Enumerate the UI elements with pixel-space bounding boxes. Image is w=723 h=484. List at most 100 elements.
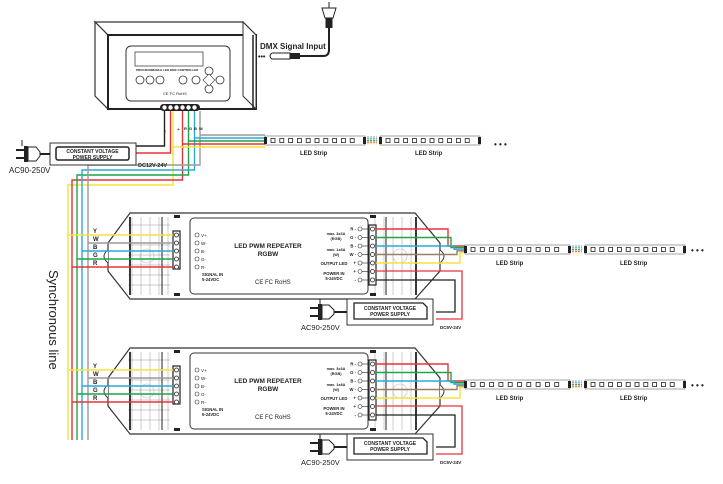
led-chip <box>489 247 495 252</box>
led-chip <box>652 382 657 387</box>
input-wire-label: W <box>93 237 99 243</box>
led-chip <box>643 247 649 252</box>
led-chip <box>625 382 631 387</box>
terminal-label-g: G <box>189 126 192 131</box>
led-chip <box>411 138 417 143</box>
top-strip-label-1: LED Strip <box>300 151 328 157</box>
input-terminal-label: V+ <box>201 368 207 373</box>
power-plug-icon <box>310 299 347 320</box>
max-rgb-sub: (RGB) <box>331 237 343 241</box>
max-w-sub: (W) <box>333 388 340 392</box>
psu-label-1: CONSTANT VOLTAGE <box>364 306 417 312</box>
controller-title: PROGRAMMABLE LED DMX CONTROLLER <box>136 68 199 72</box>
signal-in-label: SIGNAL IN <box>202 407 223 412</box>
top-psu-dc-label: DC12V-24V <box>138 163 167 169</box>
led-chip <box>270 138 276 143</box>
controller-certs: CE FC RoHS <box>163 91 187 96</box>
led-chip <box>535 382 541 387</box>
repeater-certs: CE FC RoHS <box>255 280 291 286</box>
lcd-display <box>134 51 204 67</box>
led-chip <box>479 382 485 387</box>
led-chip <box>455 138 461 143</box>
output-terminal-label: W - <box>349 252 356 257</box>
led-chip <box>507 382 513 387</box>
controller-button[interactable] <box>155 75 165 85</box>
terminal-label-plus: + <box>177 127 180 133</box>
input-terminal-label: R- <box>201 265 206 270</box>
output-wire <box>376 385 465 391</box>
input-wire-label: R <box>93 396 98 402</box>
repeater-title: LED PWM REPEATER <box>234 378 302 385</box>
led-chip <box>554 247 560 252</box>
controller-button[interactable] <box>191 75 201 85</box>
controller-button[interactable] <box>215 75 225 85</box>
continuation-dots: • • • <box>691 381 704 390</box>
repeater-certs: CE FC RoHS <box>255 415 291 421</box>
dmx-signal-input-label: DMX Signal Input <box>260 42 326 51</box>
led-chip <box>661 247 666 252</box>
led-chip <box>652 247 657 252</box>
signal-in-label: SIGNAL IN <box>202 272 223 277</box>
led-chip <box>332 138 338 143</box>
output-wire <box>376 245 465 250</box>
led-chip <box>661 382 666 387</box>
led-chip <box>634 382 640 387</box>
top-power-supply: CONSTANT VOLTAGE POWER SUPPLY <box>16 140 137 166</box>
max-w-label: max. 1x8A <box>327 383 346 387</box>
strip-label: LED Strip <box>620 396 648 402</box>
top-psu-label-2: POWER SUPPLY <box>73 155 113 161</box>
signal-in-voltage: 5-24VDC <box>202 277 219 282</box>
led-chip <box>634 247 640 252</box>
svg-text:•••: ••• <box>258 54 266 61</box>
led-chip <box>545 247 550 252</box>
input-terminal-label: B- <box>201 249 206 254</box>
led-chip <box>470 382 476 387</box>
max-rgb-label: max. 3x3A <box>327 232 346 236</box>
controller-button[interactable] <box>178 75 188 85</box>
output-terminal-label: B - <box>350 244 356 249</box>
input-terminal-label: B- <box>201 384 206 389</box>
led-chip <box>517 247 522 252</box>
led-chip <box>349 138 355 143</box>
output-terminal-label: R - <box>350 362 356 367</box>
controller-button[interactable] <box>135 75 145 85</box>
output-terminal-label: + <box>354 396 357 401</box>
output-wire <box>376 251 465 264</box>
top-continuation-dots: • • • <box>494 140 507 149</box>
led-chip <box>438 138 444 143</box>
led-chip <box>507 247 513 252</box>
led-chip <box>669 382 675 387</box>
led-chip <box>535 247 541 252</box>
dmx-connector: ••• <box>258 2 337 61</box>
strip-label: LED Strip <box>496 261 524 267</box>
terminal-label-w: W <box>199 126 203 131</box>
led-chip <box>498 382 504 387</box>
led-chip <box>608 247 613 252</box>
input-wire-label: W <box>93 372 99 378</box>
synchronous-line-label: Synchronous line <box>46 270 61 370</box>
power-in-label: POWER IN <box>323 406 344 411</box>
controller-output-wires <box>67 111 265 440</box>
psu-label-2: POWER SUPPLY <box>370 447 410 453</box>
led-strip <box>464 379 571 390</box>
strip-label: LED Strip <box>620 261 648 267</box>
output-terminal-label: + <box>354 269 357 274</box>
led-chip <box>517 382 522 387</box>
input-wire-label: G <box>93 388 98 394</box>
input-terminal-label: G- <box>201 257 207 262</box>
led-strip <box>584 379 686 390</box>
output-terminal-label: G - <box>350 235 356 240</box>
led-chip <box>323 138 329 143</box>
max-w-sub: (W) <box>333 253 340 257</box>
led-chip <box>288 138 294 143</box>
output-terminal-label: R - <box>350 227 356 232</box>
output-wire <box>376 380 465 385</box>
controller-button[interactable] <box>145 75 155 85</box>
power-in-voltage: 5-24VDC <box>325 411 342 416</box>
psu-ac-label: AC90-250V <box>301 323 340 332</box>
output-terminal-label: G - <box>350 370 356 375</box>
led-strip <box>464 244 571 255</box>
